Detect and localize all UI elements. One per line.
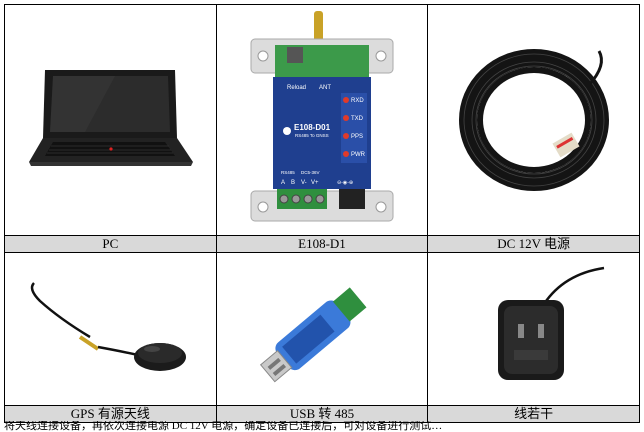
adapter-image-cell xyxy=(427,252,640,406)
led-label: RXD xyxy=(351,98,364,104)
ant-label: ANT xyxy=(319,85,331,91)
bus-label: RS485 xyxy=(281,170,295,175)
device-model-label: E108-D01 xyxy=(294,123,331,132)
led-group: RXD TXD PPS PWR xyxy=(342,97,366,158)
led-label: PPS xyxy=(351,134,363,140)
reload-label: Reload xyxy=(287,85,306,91)
terminal-label: V- xyxy=(301,180,307,186)
brand-icon xyxy=(282,127,291,135)
laptop-image xyxy=(29,70,194,166)
led-label: PWR xyxy=(351,152,366,158)
dc-jack-icon xyxy=(338,189,365,209)
caption-usb: USB 转 485 xyxy=(215,405,429,423)
antenna-image-cell xyxy=(4,252,217,406)
caption-power: DC 12V 电源 xyxy=(427,235,640,253)
usb-rs485-converter-image xyxy=(259,287,367,383)
caption-device: E108-D1 xyxy=(215,235,429,253)
caption-pc: PC xyxy=(4,235,217,253)
device-subtitle-label: RS485 To GNSS xyxy=(295,133,329,138)
e108-device-image: Reload ANT RXD TXD PPS PWR E108-D01 RS48… xyxy=(250,11,394,222)
caption-wires: 线若干 xyxy=(427,405,640,423)
jack-symbol-label: ⊖-◉-⊕ xyxy=(337,180,353,186)
usb-image-cell xyxy=(215,252,429,406)
cable-image-cell xyxy=(427,4,640,236)
terminal-label: A xyxy=(281,180,285,186)
power-adapter-image xyxy=(497,266,604,380)
terminal-label: B xyxy=(291,180,295,186)
equipment-table: Reload ANT RXD TXD PPS PWR E108-D01 RS48… xyxy=(4,4,640,423)
device-image-cell: Reload ANT RXD TXD PPS PWR E108-D01 RS48… xyxy=(215,4,429,236)
caption-antenna: GPS 有源天线 xyxy=(4,405,217,423)
bus-label: DC5-36V xyxy=(301,170,320,175)
laptop-image-cell xyxy=(4,4,217,236)
gps-antenna-image xyxy=(31,282,187,371)
cable-coil-image xyxy=(458,49,609,191)
terminal-label: V+ xyxy=(311,180,319,186)
led-label: TXD xyxy=(351,116,364,122)
footer-text: 将天线连接设备，再依次连接电源 DC 12V 电源，确定设备已连接后，可对设备进… xyxy=(4,421,443,432)
